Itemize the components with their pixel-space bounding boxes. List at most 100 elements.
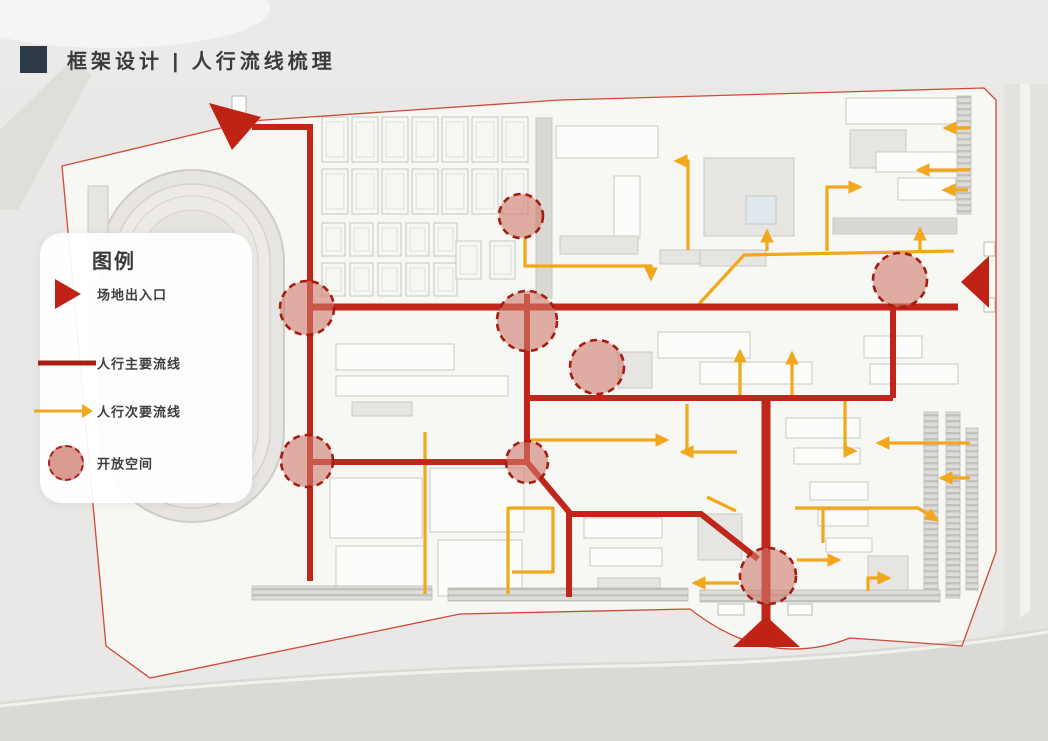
court-marking <box>385 173 405 210</box>
court-marking <box>381 227 398 252</box>
main-flow-line-icon <box>38 360 96 366</box>
building <box>329 477 423 539</box>
gate-marker <box>983 241 996 257</box>
court-cell <box>321 262 346 297</box>
building <box>335 375 509 397</box>
secondary-flow-route <box>825 180 863 251</box>
legend-card: 图例 场地出入口 人行主要流线 人行次要流线 开放空间 <box>34 233 252 503</box>
parking-strip <box>251 585 433 601</box>
court-marking <box>381 267 398 292</box>
building <box>589 547 663 567</box>
secondary-flow-route <box>866 571 892 591</box>
open-space-circle <box>568 338 626 396</box>
east-entrance <box>961 256 989 308</box>
open-space-circle <box>279 433 335 489</box>
north-west-entrance <box>209 103 261 150</box>
building <box>613 175 641 239</box>
building <box>555 125 659 159</box>
court-marking <box>475 173 495 210</box>
court-marking <box>353 227 370 252</box>
court-marking <box>505 121 525 158</box>
gate-marker <box>983 297 996 313</box>
court-marking <box>459 245 478 275</box>
building <box>657 331 751 359</box>
legend-item-open-space: 开放空间 <box>40 445 252 481</box>
open-space-circle <box>495 289 559 353</box>
secondary-flow-route <box>795 506 940 522</box>
legend-label: 人行主要流线 <box>97 356 182 372</box>
building <box>659 249 701 265</box>
east-road-median <box>1020 84 1030 644</box>
legend-label: 人行次要流线 <box>97 404 182 420</box>
court-cell <box>349 262 374 297</box>
building <box>429 467 525 533</box>
legend-label: 开放空间 <box>97 456 154 472</box>
secondary-flow-route <box>523 238 658 282</box>
main-flow-route <box>569 511 760 562</box>
court-marking <box>385 121 405 158</box>
court-marking <box>415 121 435 158</box>
open-space-layer <box>278 192 929 606</box>
legend-title: 图例 <box>92 251 136 273</box>
main-flow-route <box>252 124 313 581</box>
entrance-marker-layer <box>209 103 989 647</box>
building <box>869 363 959 385</box>
court-marking <box>325 227 342 252</box>
building <box>825 537 873 553</box>
court-cell <box>321 222 346 257</box>
building <box>832 217 958 235</box>
secondary-flow-route <box>506 506 555 594</box>
court-marking <box>409 267 426 292</box>
court-marking <box>445 173 465 210</box>
parking-strip <box>699 589 941 603</box>
building <box>845 97 961 125</box>
building <box>745 195 777 225</box>
parking-strip <box>945 411 961 599</box>
secondary-flow-route <box>706 495 737 513</box>
court-cell <box>349 222 374 257</box>
secondary-flow-route <box>697 249 955 306</box>
legend-label: 场地出入口 <box>97 287 168 303</box>
court-marking <box>325 173 345 210</box>
building <box>559 235 639 255</box>
court-marking <box>353 267 370 292</box>
entrance-triangle-icon <box>55 279 81 309</box>
building <box>699 361 813 385</box>
title-square-icon <box>20 46 47 73</box>
gate-marker <box>787 603 813 616</box>
secondary-flow-layer <box>423 121 970 594</box>
south-road-line <box>0 630 1048 708</box>
site-boundary <box>61 87 997 679</box>
top-left-road <box>0 62 92 210</box>
court-marking <box>437 227 454 252</box>
south-entrance <box>733 616 800 647</box>
open-space-circle <box>738 546 798 606</box>
building <box>867 555 909 593</box>
court-cell <box>377 262 402 297</box>
open-space-circle <box>278 279 336 337</box>
open-space-circle <box>871 251 929 309</box>
court-cell <box>405 262 430 297</box>
building <box>335 343 455 371</box>
court-marking <box>325 121 345 158</box>
court-marking <box>355 121 375 158</box>
gate-marker <box>717 603 745 616</box>
page-title-bar: 框架设计 | 人行流线梳理 <box>20 45 336 74</box>
court-marking <box>355 173 375 210</box>
court-marking <box>445 121 465 158</box>
building <box>817 509 869 527</box>
parking-strip <box>956 95 972 215</box>
building <box>809 481 869 501</box>
building <box>583 517 663 539</box>
open-space-circle <box>497 192 545 240</box>
court-marking <box>409 227 426 252</box>
secondary-flow-route <box>673 154 690 250</box>
top-left-highlight <box>0 0 270 48</box>
court-cell <box>405 222 430 257</box>
building <box>699 249 767 267</box>
legend-item-main-flow: 人行主要流线 <box>38 346 252 380</box>
legend-item-secondary-flow: 人行次要流线 <box>34 394 252 428</box>
court-marking <box>475 121 495 158</box>
building <box>785 417 861 439</box>
